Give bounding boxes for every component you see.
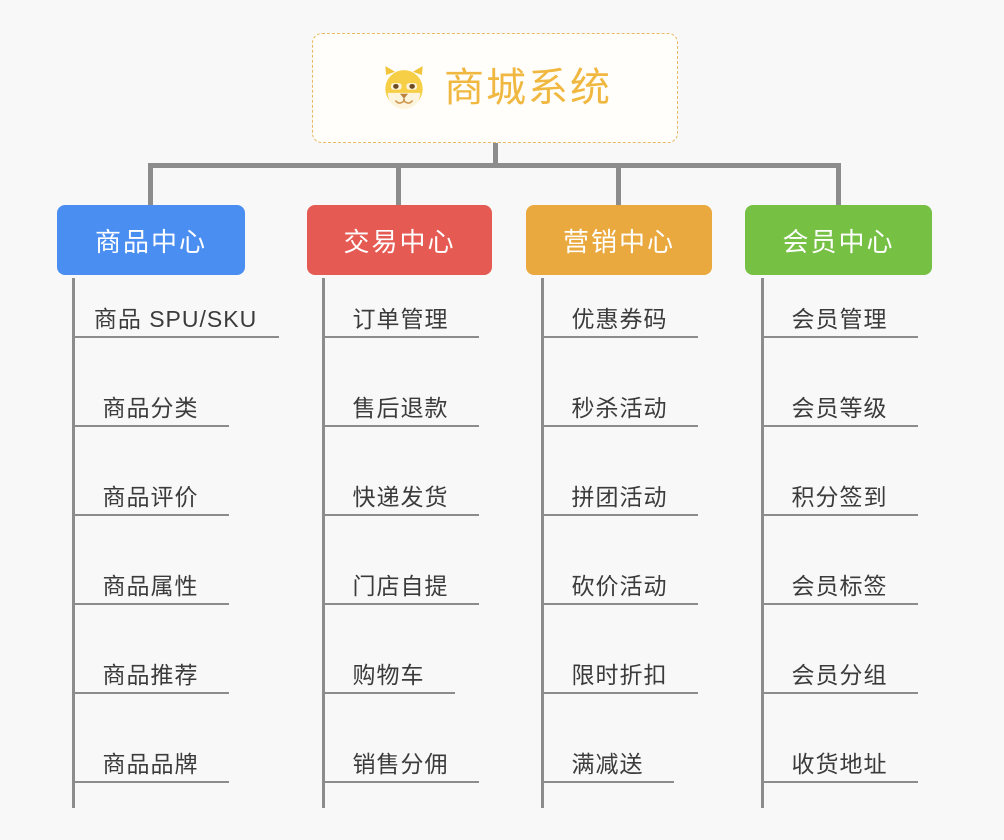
category-card-product-center[interactable]: 商品中心 — [57, 205, 245, 275]
leaf-label: 砍价活动 — [571, 572, 668, 599]
connector-drop-2 — [396, 163, 401, 205]
leaf-item[interactable]: 收货地址 — [761, 723, 918, 783]
leaf-item[interactable]: 限时折扣 — [541, 634, 698, 694]
leaf-label: 商品品牌 — [102, 750, 199, 777]
category-title-marketing-center: 营销中心 — [562, 226, 675, 257]
leaf-item[interactable]: 订单管理 — [322, 278, 479, 338]
leaf-label: 限时折扣 — [571, 661, 668, 688]
leaf-label: 会员管理 — [791, 305, 888, 332]
column-spine-marketing-center — [541, 278, 544, 808]
leaf-label: 拼团活动 — [571, 483, 668, 510]
column-spine-product-center — [72, 278, 75, 808]
leaf-label: 会员标签 — [791, 572, 888, 599]
leaf-item[interactable]: 会员分组 — [761, 634, 918, 694]
leaf-label: 订单管理 — [352, 305, 449, 332]
leaf-item[interactable]: 销售分佣 — [322, 723, 479, 783]
category-title-product-center: 商品中心 — [94, 226, 207, 257]
leaf-item[interactable]: 积分签到 — [761, 456, 918, 516]
leaf-item[interactable]: 购物车 — [322, 634, 455, 694]
leaf-item[interactable]: 快递发货 — [322, 456, 479, 516]
connector-drop-3 — [616, 163, 621, 205]
connector-horizontal-bus — [150, 163, 840, 168]
leaf-label: 收货地址 — [791, 750, 888, 777]
leaf-label: 满减送 — [571, 750, 644, 777]
leaf-item[interactable]: 商品分类 — [72, 367, 229, 427]
leaf-label: 快递发货 — [352, 483, 449, 510]
root-node-mall-system[interactable]: 商城系统 — [312, 33, 678, 143]
leaf-item[interactable]: 售后退款 — [322, 367, 479, 427]
category-title-member-center: 会员中心 — [782, 226, 895, 257]
leaf-label: 秒杀活动 — [571, 394, 668, 421]
leaf-label: 会员分组 — [791, 661, 888, 688]
column-spine-trade-center — [322, 278, 325, 808]
leaf-item[interactable]: 商品品牌 — [72, 723, 229, 783]
leaf-label: 商品推荐 — [102, 661, 199, 688]
leaf-item[interactable]: 门店自提 — [322, 545, 479, 605]
leaf-label: 购物车 — [352, 661, 425, 688]
leaf-item[interactable]: 商品属性 — [72, 545, 229, 605]
category-title-trade-center: 交易中心 — [343, 226, 456, 257]
leaf-label: 积分签到 — [791, 483, 888, 510]
connector-root-stem — [493, 143, 498, 165]
root-title: 商城系统 — [444, 66, 612, 110]
category-card-member-center[interactable]: 会员中心 — [745, 205, 932, 275]
column-spine-member-center — [761, 278, 764, 808]
leaf-label: 销售分佣 — [352, 750, 449, 777]
leaf-item[interactable]: 会员标签 — [761, 545, 918, 605]
leaf-label: 优惠券码 — [571, 305, 668, 332]
leaf-item[interactable]: 会员等级 — [761, 367, 918, 427]
leaf-item[interactable]: 商品评价 — [72, 456, 229, 516]
leaf-item[interactable]: 商品推荐 — [72, 634, 229, 694]
leaf-label: 商品属性 — [102, 572, 199, 599]
leaf-label: 会员等级 — [791, 394, 888, 421]
leaf-item[interactable]: 拼团活动 — [541, 456, 698, 516]
category-card-trade-center[interactable]: 交易中心 — [307, 205, 492, 275]
leaf-item[interactable]: 优惠券码 — [541, 278, 698, 338]
leaf-item[interactable]: 满减送 — [541, 723, 674, 783]
leaf-label: 商品 SPU/SKU — [93, 305, 258, 332]
connector-drop-1 — [148, 163, 153, 205]
leaf-item[interactable]: 商品 SPU/SKU — [72, 278, 279, 338]
shiba-dog-icon — [385, 66, 423, 110]
leaf-item[interactable]: 秒杀活动 — [541, 367, 698, 427]
connector-drop-4 — [836, 163, 841, 205]
leaf-label: 商品评价 — [102, 483, 199, 510]
leaf-item[interactable]: 砍价活动 — [541, 545, 698, 605]
leaf-label: 商品分类 — [102, 394, 199, 421]
leaf-item[interactable]: 会员管理 — [761, 278, 918, 338]
leaf-label: 售后退款 — [352, 394, 449, 421]
category-card-marketing-center[interactable]: 营销中心 — [526, 205, 712, 275]
leaf-label: 门店自提 — [352, 572, 449, 599]
